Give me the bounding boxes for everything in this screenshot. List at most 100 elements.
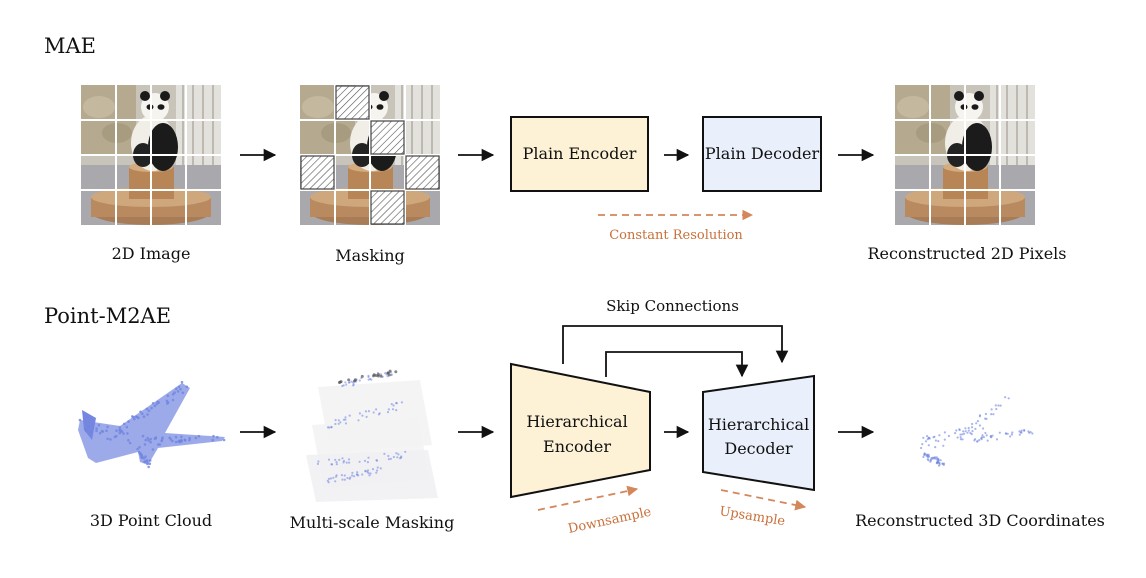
point-dot (180, 380, 184, 384)
point-dot (971, 430, 974, 433)
point-dot (922, 455, 925, 459)
point-dot (934, 456, 937, 459)
point-dot (358, 460, 361, 463)
point-dot (141, 412, 144, 416)
point-dot (327, 458, 331, 461)
point-dot (343, 474, 346, 477)
point-dot (345, 383, 348, 386)
point-dot (340, 474, 343, 477)
upsample-arrow (720, 489, 807, 511)
point-dot (375, 471, 378, 474)
point-dot (216, 435, 219, 439)
point-dot (222, 438, 226, 442)
point-dot (934, 446, 937, 449)
point-dot (390, 373, 393, 376)
point-dot (978, 439, 981, 442)
point-dot (133, 417, 136, 421)
point-dot (341, 384, 344, 388)
point-dot (118, 426, 122, 429)
caption-multi-scale-masking: Multi-scale Masking (289, 513, 455, 532)
point-dot (141, 456, 144, 460)
point-dot (84, 428, 88, 432)
point-dot (353, 475, 356, 478)
hierarchical-decoder-label-line1: Hierarchical (707, 415, 810, 434)
point-dot (984, 412, 988, 416)
point-dot (1028, 431, 1031, 434)
point-dot (974, 427, 977, 430)
constant-resolution-label: Constant Resolution (609, 228, 743, 243)
point-dot (344, 381, 347, 384)
point-dot (978, 424, 982, 427)
point-dot (976, 440, 979, 443)
point-dot (361, 414, 364, 417)
point-dot (396, 456, 399, 459)
point-dot (139, 452, 142, 455)
point-dot (347, 458, 351, 461)
point-dot (970, 433, 973, 436)
point-dot (327, 477, 331, 480)
point-dot (943, 438, 946, 441)
point-dot (973, 439, 976, 442)
point-dot (171, 398, 175, 402)
point-dot (358, 412, 361, 415)
point-dot (125, 425, 129, 429)
point-dot (931, 456, 934, 459)
hierarchical-encoder-shape (510, 362, 651, 499)
point-dot (990, 408, 993, 411)
point-dot (366, 470, 369, 473)
point-dot (1018, 433, 1021, 436)
multi-scale-masking-stack (306, 369, 438, 502)
plain-decoder-label: Plain Decoder (704, 144, 820, 163)
point-dot (149, 440, 152, 444)
point-dot (395, 401, 398, 405)
point-dot (145, 407, 149, 411)
point-dot (122, 432, 125, 435)
point-dot (161, 436, 164, 440)
point-dot (927, 437, 931, 440)
point-dot (383, 452, 386, 455)
point-dot (369, 472, 372, 475)
point-dot (388, 369, 392, 373)
point-dot (142, 415, 146, 419)
point-dot (995, 438, 999, 441)
mae-section-title: MAE (44, 34, 96, 58)
point-dot (924, 440, 928, 443)
point-dot (143, 443, 147, 446)
point-dot (954, 432, 957, 435)
point-dot (151, 402, 155, 405)
point-dot (376, 459, 379, 462)
point-dot (338, 458, 341, 461)
point-dot (374, 374, 378, 377)
point-dot (985, 417, 988, 420)
point-dot (337, 419, 340, 422)
point-dot (970, 426, 974, 429)
point-dot (989, 435, 992, 438)
point-dot (364, 410, 367, 413)
point-dot (97, 423, 101, 427)
point-dot (334, 418, 337, 422)
point-dot (105, 429, 108, 433)
point-dot (180, 435, 183, 439)
point-dot (146, 436, 149, 440)
point-dot (1005, 432, 1008, 435)
point-dot (1031, 432, 1034, 435)
point-dot (343, 478, 346, 481)
point-dot (150, 406, 153, 410)
point-dot (136, 415, 139, 419)
point-dot (147, 409, 151, 413)
point-dot (400, 455, 403, 458)
point-dot (341, 457, 344, 460)
point-dot (961, 438, 964, 441)
point-dot (174, 440, 178, 444)
point-dot (156, 400, 159, 404)
point-dot (148, 459, 152, 462)
point-dot (369, 377, 372, 381)
point-dot (335, 463, 338, 466)
point-dot (350, 380, 353, 383)
point-dot (392, 404, 395, 407)
point-dot (364, 469, 367, 472)
point-dot (947, 434, 951, 438)
point-dot (926, 435, 929, 438)
plain-decoder-box (702, 116, 822, 192)
point-dot (956, 436, 959, 439)
